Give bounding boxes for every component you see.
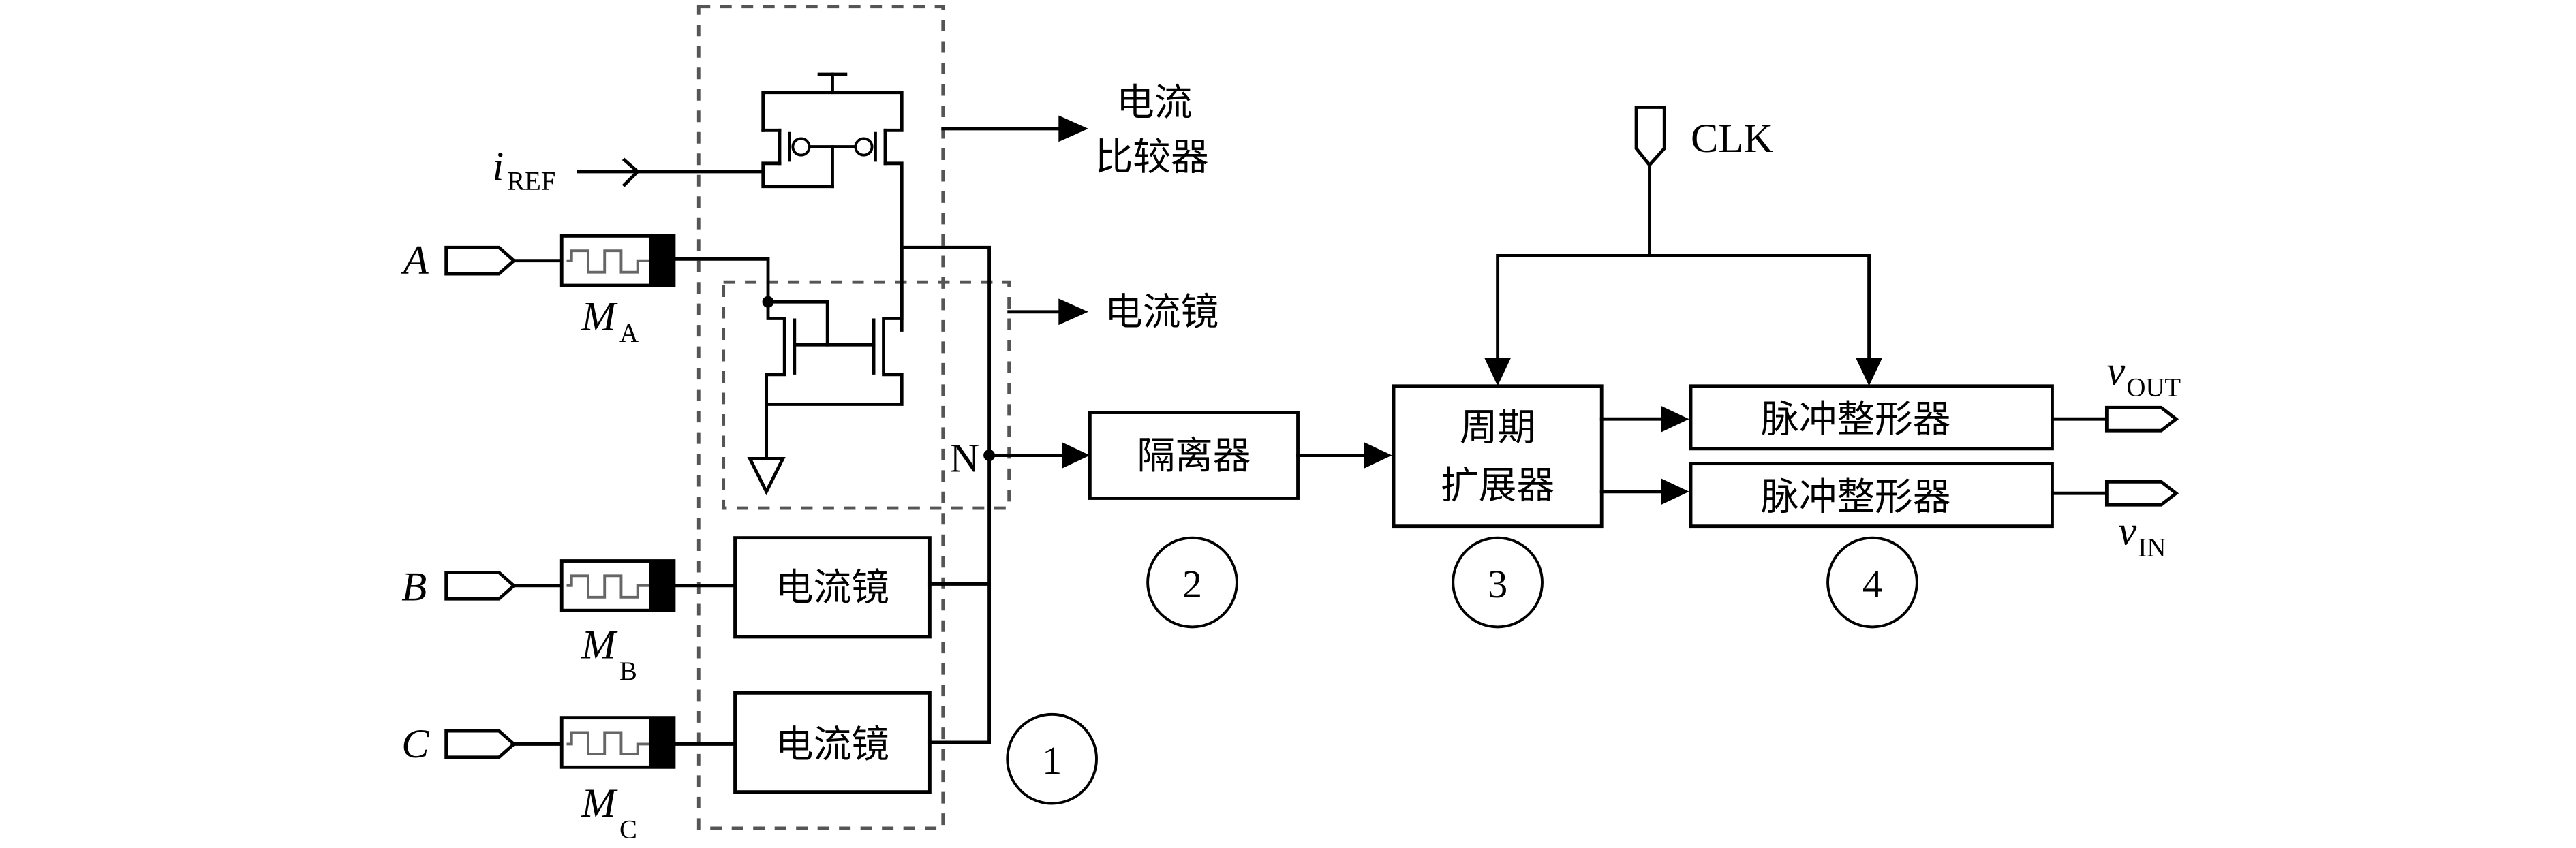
stage-2-marker: 2 <box>1146 536 1238 629</box>
clock-label: CLK <box>1691 116 1773 161</box>
modulator-b-subscript: B <box>619 657 637 686</box>
input-b-port-icon <box>444 571 517 601</box>
clock-to-shaper-arrow-icon <box>1856 358 1882 386</box>
input-b: B M B <box>401 559 737 686</box>
input-a-label: A <box>401 238 429 283</box>
vout-port-icon <box>2104 405 2179 433</box>
input-b-label: B <box>401 565 427 610</box>
stage-3-number: 3 <box>1488 562 1507 606</box>
current-mirror-block-c-label: 电流镜 <box>776 723 889 767</box>
isolator-label: 隔离器 <box>1137 434 1251 478</box>
pulse-shaper-1: 脉冲整形器 <box>1689 384 2054 451</box>
mirror-dashed-group <box>722 280 1011 510</box>
iref-label: i <box>493 144 504 189</box>
pmos-pair <box>761 72 904 332</box>
period-extender-label-line2: 扩展器 <box>1441 463 1554 507</box>
comparator-label-line2: 比较器 <box>1095 135 1209 179</box>
stage-4-marker: 4 <box>1826 536 1918 629</box>
output-vin: v IN <box>2051 480 2179 562</box>
mirror-annotation-label: 电流镜 <box>1105 290 1218 334</box>
extender-input-arrow-icon <box>1364 442 1392 469</box>
stage-4-number: 4 <box>1862 562 1882 606</box>
input-a-port-icon <box>444 245 517 276</box>
vin-subscript: IN <box>2138 533 2166 562</box>
output-vout: v OUT <box>2051 348 2181 433</box>
modulator-c <box>559 716 676 769</box>
period-extender-block: 周期 扩展器 <box>1392 384 1604 529</box>
modulator-a-label: M <box>581 294 618 339</box>
pulse-shaper-1-label: 脉冲整形器 <box>1761 398 1951 442</box>
isolator-input-arrow-icon <box>1062 442 1090 469</box>
stage-1-marker: 1 <box>1006 712 1098 805</box>
stage-3-marker: 3 <box>1452 536 1544 629</box>
modulator-b-label: M <box>581 622 618 668</box>
input-c-label: C <box>401 721 429 767</box>
modulator-a-subscript: A <box>619 318 639 347</box>
shaper1-input-arrow-icon <box>1661 405 1689 433</box>
isolator-block: 隔离器 <box>1088 411 1300 500</box>
iref-arrow-icon <box>622 157 641 187</box>
vin-port-icon <box>2104 480 2179 507</box>
input-a: A M A <box>401 234 770 347</box>
stage-2-number: 2 <box>1182 562 1202 606</box>
nmos-mirror <box>747 245 904 496</box>
comparator-arrow-icon <box>1058 115 1088 142</box>
input-c-port-icon <box>444 729 517 759</box>
input-c: C M C <box>401 716 737 844</box>
ground-icon <box>747 456 786 496</box>
modulator-b <box>559 559 676 612</box>
modulator-a <box>559 234 676 287</box>
pulse-shaper-2: 脉冲整形器 <box>1689 462 2054 529</box>
iref-subscript: REF <box>507 167 555 196</box>
pulse-shaper-2-label: 脉冲整形器 <box>1761 475 1951 519</box>
current-mirror-block-c: 电流镜 <box>733 691 932 794</box>
vout-label: v <box>2106 348 2125 394</box>
comparator-label-line1: 电流 <box>1116 81 1192 125</box>
current-mirror-block-b: 电流镜 <box>733 536 932 639</box>
vout-subscript: OUT <box>2126 373 2181 402</box>
clock-to-extender-arrow-icon <box>1484 358 1511 386</box>
modulator-c-subscript: C <box>619 815 637 844</box>
vin-label: v <box>2118 508 2136 554</box>
shaper2-input-arrow-icon <box>1661 478 1689 505</box>
node-n-label: N <box>949 436 979 482</box>
clock-input: CLK <box>1484 106 1882 386</box>
modulator-c-label: M <box>581 781 618 826</box>
stage1-dashed-group <box>696 5 945 830</box>
current-mirror-block-b-label: 电流镜 <box>776 566 889 610</box>
stage-1-number: 1 <box>1042 738 1062 783</box>
mirror-arrow-icon <box>1058 298 1088 326</box>
iref-input: i REF <box>493 144 765 196</box>
period-extender-label-line1: 周期 <box>1460 406 1535 450</box>
clock-port-icon <box>1634 106 1666 168</box>
